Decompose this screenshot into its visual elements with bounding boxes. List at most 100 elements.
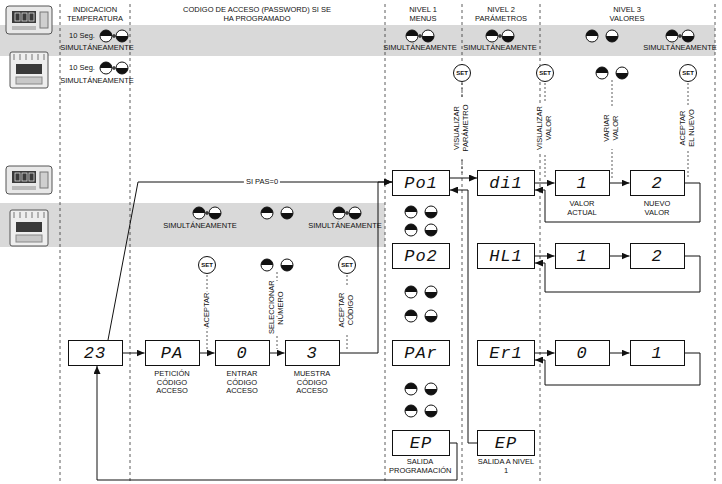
box-caption: SALIDA A NIVEL 1	[477, 458, 535, 475]
lcd-display: Po2	[392, 243, 450, 269]
down-button-symbol	[606, 30, 618, 42]
box-caption: MUESTRA CÓDIGO ACCESO	[284, 370, 340, 396]
lcd-display: Po1	[392, 170, 450, 196]
column-divider	[715, 4, 716, 484]
action-label: ACEPTAR EL NUEVO	[678, 105, 697, 151]
panel-thermostat-icon	[6, 6, 52, 34]
button-note: SIMULTÁNEAMENTE	[383, 44, 457, 53]
down-button-symbol	[682, 30, 694, 42]
box-caption: SALIDA PROGRAMACIÓN	[389, 458, 451, 475]
up-button-symbol	[405, 286, 417, 298]
up-button-symbol	[405, 224, 417, 236]
display-digits: 0	[236, 344, 247, 363]
button-note: SIMULTÁNEAMENTE	[643, 44, 717, 53]
flow-arrow	[535, 183, 555, 184]
flow-arrow	[535, 353, 555, 354]
set-button: SET	[536, 64, 554, 82]
down-button-symbol	[281, 207, 293, 219]
up-button-symbol	[261, 259, 273, 271]
flow-arrow	[450, 178, 477, 179]
plus-symbol	[112, 66, 116, 70]
down-button-symbol	[349, 207, 361, 219]
button-label: SET	[201, 262, 213, 268]
time-note: 10 Seg.	[69, 64, 95, 73]
button-label: SET	[539, 70, 551, 76]
display-digits: 1	[576, 247, 587, 266]
box-caption: NUEVO VALOR	[637, 200, 677, 217]
display-digits: 3	[306, 344, 317, 363]
plus-symbol	[205, 211, 209, 215]
down-button-symbol	[425, 224, 437, 236]
display-digits: 0	[576, 344, 587, 363]
display-digits: 1	[651, 344, 662, 363]
lcd-display: EP	[477, 430, 535, 456]
display-digits: Po1	[404, 174, 438, 193]
up-button-symbol	[486, 30, 498, 42]
flow-arrow	[97, 366, 457, 480]
plus-symbol	[112, 34, 116, 38]
din-rail-thermostat-icon	[10, 210, 48, 246]
button-label: SET	[456, 70, 468, 76]
plus-symbol	[678, 34, 682, 38]
lcd-display: PA	[145, 340, 200, 366]
lcd-display: 1	[630, 340, 685, 366]
lcd-display: 1	[555, 243, 610, 269]
column-header: NIVEL 3 VALORES	[597, 6, 657, 23]
flow-arrow	[450, 190, 477, 443]
column-header: NIVEL 1 MENUS	[398, 6, 448, 23]
display-digits: PA	[161, 344, 183, 363]
action-label: VISUALIZAR VALOR	[535, 103, 554, 153]
flow-arrow	[535, 256, 555, 257]
flow-arrow	[610, 256, 630, 257]
lcd-display: 0	[215, 340, 270, 366]
down-button-symbol	[502, 30, 514, 42]
plus-symbol	[418, 34, 422, 38]
plus-symbol	[498, 34, 502, 38]
action-label: SELECCIONAR NÚMERO	[267, 281, 286, 335]
down-button-symbol	[425, 383, 437, 395]
display-digits: HL1	[489, 247, 523, 266]
column-divider	[385, 4, 386, 484]
flow-arrow	[610, 353, 630, 354]
up-button-symbol	[666, 30, 678, 42]
button-note: SIMULTÁNEAMENTE	[60, 77, 134, 86]
up-button-symbol	[193, 207, 205, 219]
column-header: CODIGO DE ACCESO (PASSWORD) SI SE HA PRO…	[177, 6, 337, 23]
action-label: ACEPTAR CÓDIGO	[337, 287, 356, 333]
lcd-display: EP	[392, 430, 450, 456]
up-button-symbol	[586, 30, 598, 42]
up-button-symbol	[405, 310, 417, 322]
up-button-symbol	[100, 62, 112, 74]
lcd-display: PAr	[392, 340, 450, 366]
button-note: SIMULTÁNEAMENTE	[308, 222, 382, 231]
lcd-display: 0	[555, 340, 610, 366]
up-button-symbol	[405, 405, 417, 417]
up-button-symbol	[100, 30, 112, 42]
button-note: SIMULTÁNEAMENTE	[463, 44, 537, 53]
display-digits: 1	[576, 174, 587, 193]
time-note: 10 Seg.	[69, 32, 95, 41]
lcd-display: 1	[555, 170, 610, 196]
lcd-display: HL1	[477, 243, 535, 269]
lcd-display: 2	[630, 243, 685, 269]
lcd-display: 23	[68, 340, 123, 366]
up-button-symbol	[405, 206, 417, 218]
down-button-symbol	[116, 30, 128, 42]
action-label: VISUALIZAR PARÁMETRO	[452, 98, 471, 158]
button-label: SET	[682, 70, 694, 76]
box-caption: PETICIÓN CÓDIGO ACCESO	[144, 370, 200, 396]
up-button-symbol	[406, 30, 418, 42]
display-digits: PAr	[404, 344, 438, 363]
flow-arrow	[108, 182, 392, 340]
set-button: SET	[198, 256, 216, 274]
panel-thermostat-icon	[6, 166, 52, 194]
display-digits: di1	[489, 174, 523, 193]
lcd-display: di1	[477, 170, 535, 196]
column-header: INDICACION TEMPERATURA	[62, 6, 128, 23]
lcd-display: 2	[630, 170, 685, 196]
box-caption: VALOR ACTUAL	[562, 200, 602, 217]
set-button: SET	[338, 256, 356, 274]
display-digits: EP	[410, 434, 432, 453]
lcd-display: 3	[285, 340, 340, 366]
